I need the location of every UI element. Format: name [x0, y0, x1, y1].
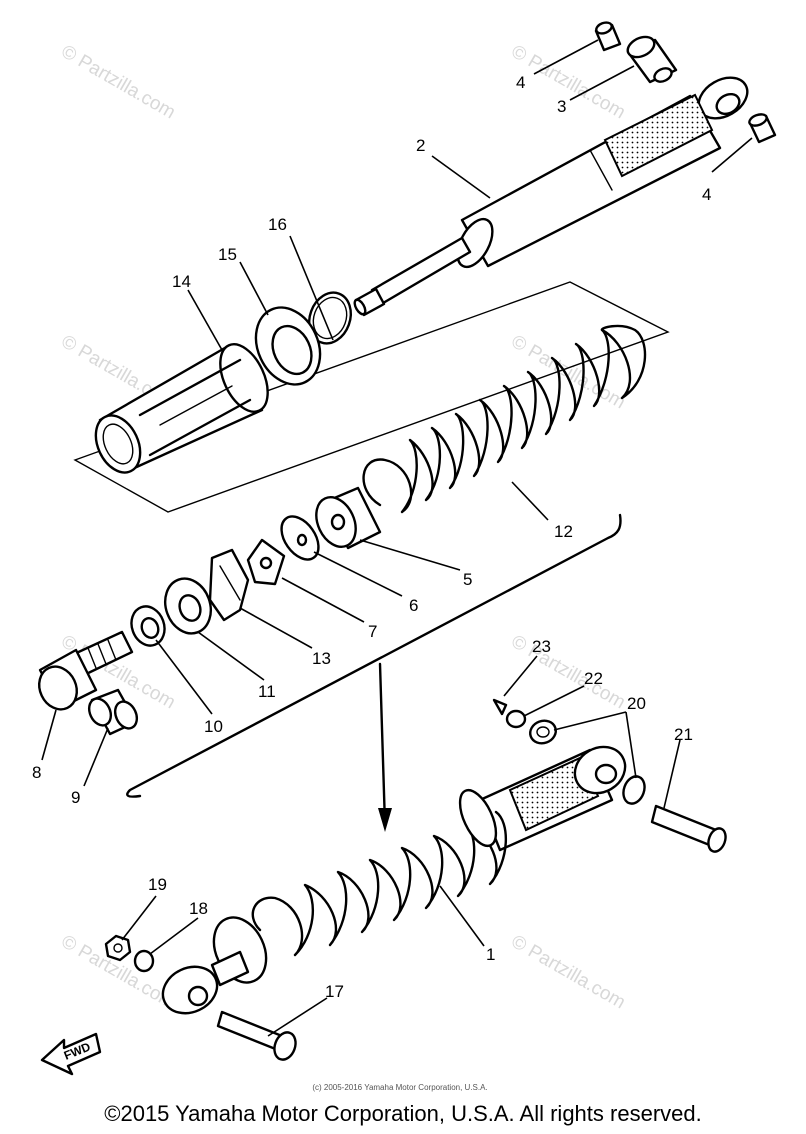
- watermark: © Partzilla.com: [58, 41, 179, 123]
- part-14-cover: [94, 343, 269, 474]
- callout-16: 16: [268, 215, 287, 234]
- watermark: © Partzilla.com: [508, 331, 629, 413]
- part-7-plate: [246, 538, 286, 586]
- watermark: © Partzilla.com: [508, 931, 629, 1013]
- part-11-adjuster: [164, 577, 212, 635]
- part-10-nut: [130, 605, 166, 647]
- callout-19: 19: [148, 875, 167, 894]
- part-1-shock-absorber: [161, 745, 627, 1015]
- part-20-washer-a: [529, 719, 557, 745]
- fwd-arrow-icon: FWD: [40, 1032, 102, 1076]
- callout-23: 23: [532, 637, 551, 656]
- part-3-collar: [626, 35, 678, 84]
- part-5-bump-stop: [315, 486, 382, 550]
- callout-numbers: 1 2 3 4 4 5 6 7 8 9 10 11 12 13 14 15 16…: [32, 73, 711, 1001]
- callout-5: 5: [463, 570, 472, 589]
- callout-17: 17: [325, 982, 344, 1001]
- callout-9: 9: [71, 788, 80, 807]
- part-15-spring-seat: [254, 306, 322, 386]
- part-12-spring: [362, 324, 647, 514]
- callout-20: 20: [627, 694, 646, 713]
- callout-15: 15: [218, 245, 237, 264]
- callout-14: 14: [172, 272, 191, 291]
- leader-lines: [41, 39, 753, 1037]
- callout-18: 18: [189, 899, 208, 918]
- part-4-bushing-right: [748, 113, 777, 144]
- sub-assembly-frame: [73, 281, 670, 513]
- part-20-washer-b: [622, 775, 646, 805]
- callout-10: 10: [204, 717, 223, 736]
- callout-13: 13: [312, 649, 331, 668]
- callout-8: 8: [32, 763, 41, 782]
- part-4-bushing-top: [594, 21, 622, 52]
- part-6-washer: [280, 515, 320, 561]
- callout-3: 3: [557, 97, 566, 116]
- part-22-washer: [505, 709, 527, 729]
- group-bracket: [126, 513, 622, 798]
- callout-6: 6: [409, 596, 418, 615]
- callout-2: 2: [416, 136, 425, 155]
- callout-12: 12: [554, 522, 573, 541]
- part-16-snap-ring: [308, 291, 352, 345]
- part-2-damper: [353, 76, 749, 317]
- callout-7: 7: [368, 622, 377, 641]
- part-9-bushing: [87, 688, 139, 736]
- watermark: © Partzilla.com: [508, 631, 629, 713]
- part-23-cotter-pin: [492, 698, 508, 716]
- part-21-pin: [650, 804, 727, 853]
- copyright-notice: ©2015 Yamaha Motor Corporation, U.S.A. A…: [104, 1101, 701, 1126]
- callout-1: 1: [486, 945, 495, 964]
- callout-22: 22: [584, 669, 603, 688]
- callout-21: 21: [674, 725, 693, 744]
- part-8-collar: [38, 648, 98, 711]
- watermark: © Partzilla.com: [508, 41, 629, 123]
- small-credit: (c) 2005-2016 Yamaha Motor Corporation, …: [312, 1083, 487, 1092]
- part-18-washer: [133, 949, 155, 973]
- callout-4: 4: [702, 185, 711, 204]
- callout-4: 4: [516, 73, 525, 92]
- part-19-nut: [104, 934, 132, 962]
- part-17-bolt: [216, 1010, 297, 1061]
- assembly-arrow: [378, 662, 392, 832]
- callout-11: 11: [258, 682, 276, 701]
